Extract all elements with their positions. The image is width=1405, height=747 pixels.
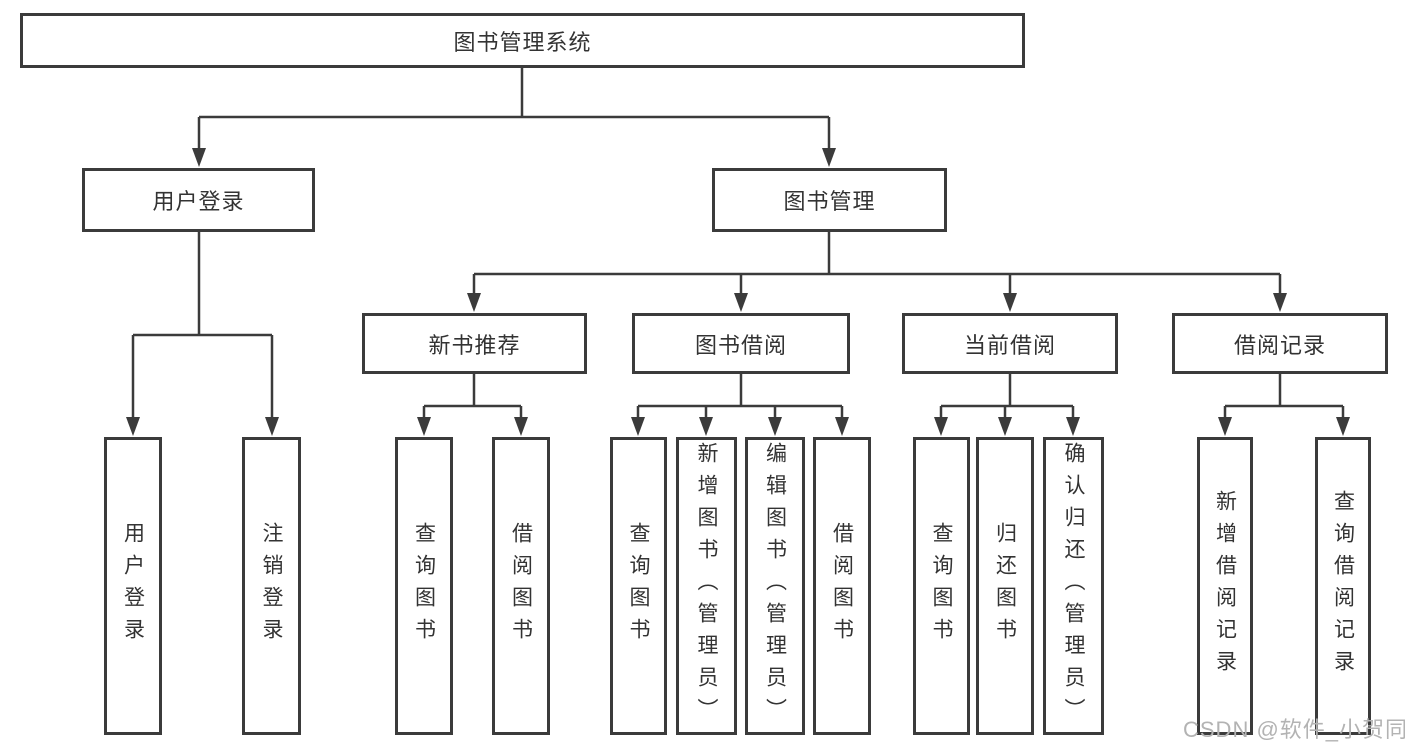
- arrowhead-icon: [835, 417, 849, 436]
- leaf-query-borrow-record-label: 查询借阅记录: [1331, 490, 1355, 682]
- node-user-login-label: 用户登录: [152, 189, 245, 214]
- arrowhead-icon: [467, 293, 481, 312]
- leaf-add-borrow-record: 新增借阅记录: [1197, 437, 1253, 735]
- arrowhead-icon: [699, 417, 713, 436]
- arrowhead-icon: [1003, 293, 1017, 312]
- node-borrow-records: 借阅记录: [1172, 313, 1388, 374]
- node-book-borrow-label: 图书借阅: [694, 332, 787, 358]
- arrowhead-icon: [1273, 293, 1287, 312]
- node-current-borrow-label: 当前借阅: [963, 332, 1056, 358]
- leaf-query-borrow-record: 查询借阅记录: [1315, 437, 1371, 735]
- leaf-add-borrow-record-label: 新增借阅记录: [1213, 490, 1237, 682]
- node-user-login: 用户登录: [82, 168, 315, 232]
- arrowhead-icon: [514, 417, 528, 436]
- leaf-user-login-label: 用户登录: [121, 522, 145, 650]
- node-new-book-recommend: 新书推荐: [362, 313, 587, 374]
- leaf-query-books-3-label: 查询图书: [930, 522, 953, 650]
- leaf-borrow-books-2-label: 借阅图书: [830, 522, 854, 650]
- arrowhead-icon: [417, 417, 431, 436]
- leaf-add-books-admin-label: 新增图书（管理员）: [695, 442, 718, 730]
- leaf-logout: 注销登录: [242, 437, 301, 735]
- arrowhead-icon: [1218, 417, 1232, 436]
- arrowhead-icon: [934, 417, 948, 436]
- leaf-confirm-return-admin: 确认归还（管理员）: [1043, 437, 1104, 735]
- arrowhead-icon: [631, 417, 645, 436]
- leaf-logout-label: 注销登录: [260, 522, 283, 650]
- arrowhead-icon: [1336, 417, 1350, 436]
- leaf-query-books-1: 查询图书: [395, 437, 453, 735]
- leaf-add-books-admin: 新增图书（管理员）: [676, 437, 737, 735]
- arrowheads: [126, 148, 1350, 436]
- leaf-query-books-2-label: 查询图书: [627, 522, 650, 650]
- arrowhead-icon: [734, 293, 748, 312]
- leaf-edit-books-admin-label: 编辑图书（管理员）: [763, 442, 787, 730]
- leaf-return-books-label: 归还图书: [993, 522, 1017, 650]
- arrowhead-icon: [1066, 417, 1080, 436]
- arrowhead-icon: [126, 417, 140, 436]
- watermark: CSDN @软件_小贺同学: [1183, 717, 1405, 742]
- leaf-return-books: 归还图书: [976, 437, 1034, 735]
- node-root: 图书管理系统: [20, 13, 1025, 68]
- leaf-edit-books-admin: 编辑图书（管理员）: [745, 437, 805, 735]
- node-new-book-recommend-label: 新书推荐: [428, 332, 521, 358]
- leaf-borrow-books-2: 借阅图书: [813, 437, 871, 735]
- leaf-query-books-1-label: 查询图书: [412, 522, 436, 650]
- arrowhead-icon: [265, 417, 279, 436]
- leaf-query-books-3: 查询图书: [913, 437, 970, 735]
- node-borrow-records-label: 借阅记录: [1233, 332, 1326, 358]
- node-root-label: 图书管理系统: [453, 29, 592, 55]
- leaf-confirm-return-admin-label: 确认归还（管理员）: [1062, 442, 1085, 730]
- node-book-management-label: 图书管理: [783, 189, 876, 214]
- leaf-user-login: 用户登录: [104, 437, 162, 735]
- node-current-borrow: 当前借阅: [902, 313, 1118, 374]
- leaf-borrow-books-1: 借阅图书: [492, 437, 550, 735]
- connector-path: [131, 68, 1345, 421]
- arrowhead-icon: [192, 148, 206, 167]
- arrowhead-icon: [768, 417, 782, 436]
- node-book-borrow: 图书借阅: [632, 313, 850, 374]
- leaf-query-books-2: 查询图书: [610, 437, 667, 735]
- node-book-management: 图书管理: [712, 168, 947, 232]
- arrowhead-icon: [998, 417, 1012, 436]
- leaf-borrow-books-1-label: 借阅图书: [509, 522, 533, 650]
- arrowhead-icon: [822, 148, 836, 167]
